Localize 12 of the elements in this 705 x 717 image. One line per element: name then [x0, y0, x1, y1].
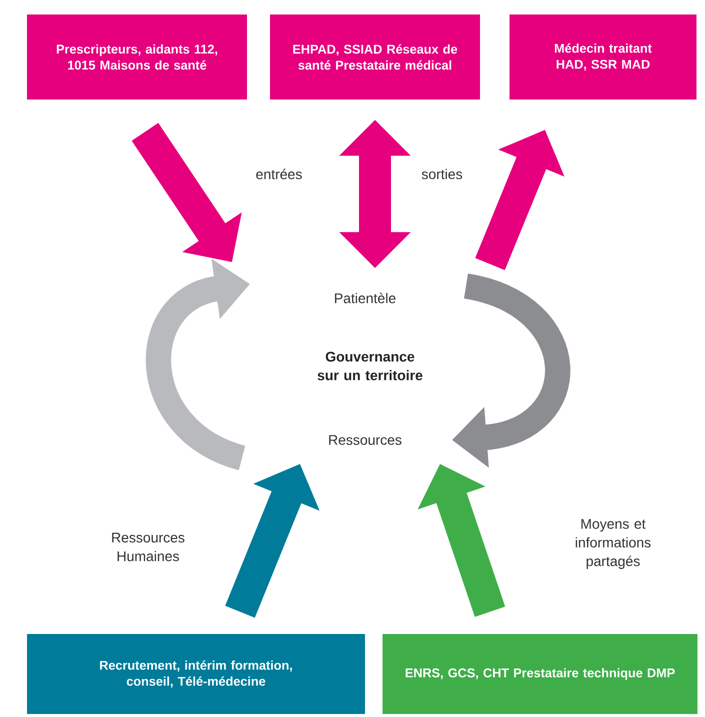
process-box: EHPAD, SSIAD Réseaux de santé Prestataire médical: [270, 14, 480, 100]
text-label: Ressources: [329, 435, 402, 445]
process-box: Prescripteurs, aidants 112, 1015 Maisons de santé: [27, 14, 247, 100]
text-label: Patientèle: [335, 292, 396, 304]
process-box: ENRS, GCS, CHT Prestataire technique DMP: [382, 634, 698, 714]
text-label: sorties: [422, 168, 462, 180]
process-box: Médecin traitant HAD, SSR MAD: [510, 14, 696, 100]
text-label: Ressources Humaines: [112, 532, 184, 562]
text-label: entrées: [256, 168, 302, 180]
process-box: Recrutement, intérim formation, conseil, Télé-médecine: [27, 634, 365, 714]
text-label: Moyens et informations partagés: [576, 519, 651, 569]
center-label: Gouvernance sur un territoire: [318, 352, 422, 380]
